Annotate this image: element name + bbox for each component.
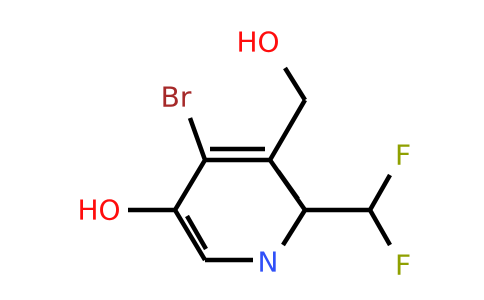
hydroxyl-top-label: HO (236, 26, 279, 59)
fluorine-top-label: F (395, 139, 411, 172)
atom-labels: HO Br HO N F F (77, 26, 411, 282)
hydroxyl-left-label: HO (77, 194, 120, 227)
bond-c3-ch2 (268, 98, 307, 162)
bond-c5-c4 (173, 158, 207, 212)
bond-c2-n (281, 208, 307, 247)
bond-ch2-o (283, 66, 307, 102)
bond-c6-c5 (173, 208, 207, 262)
bond-c6-c5-inner (185, 214, 208, 251)
bromine-label: Br (161, 81, 192, 114)
bond-chf2-f-bottom (368, 208, 392, 247)
fluorine-bottom-label: F (395, 249, 411, 282)
bond-c2-c2-inner (276, 169, 300, 201)
nitrogen-label: N (258, 246, 279, 279)
bonds (128, 66, 392, 263)
bond-chf2-f-top (368, 173, 392, 212)
bond-c4-br (187, 117, 208, 161)
